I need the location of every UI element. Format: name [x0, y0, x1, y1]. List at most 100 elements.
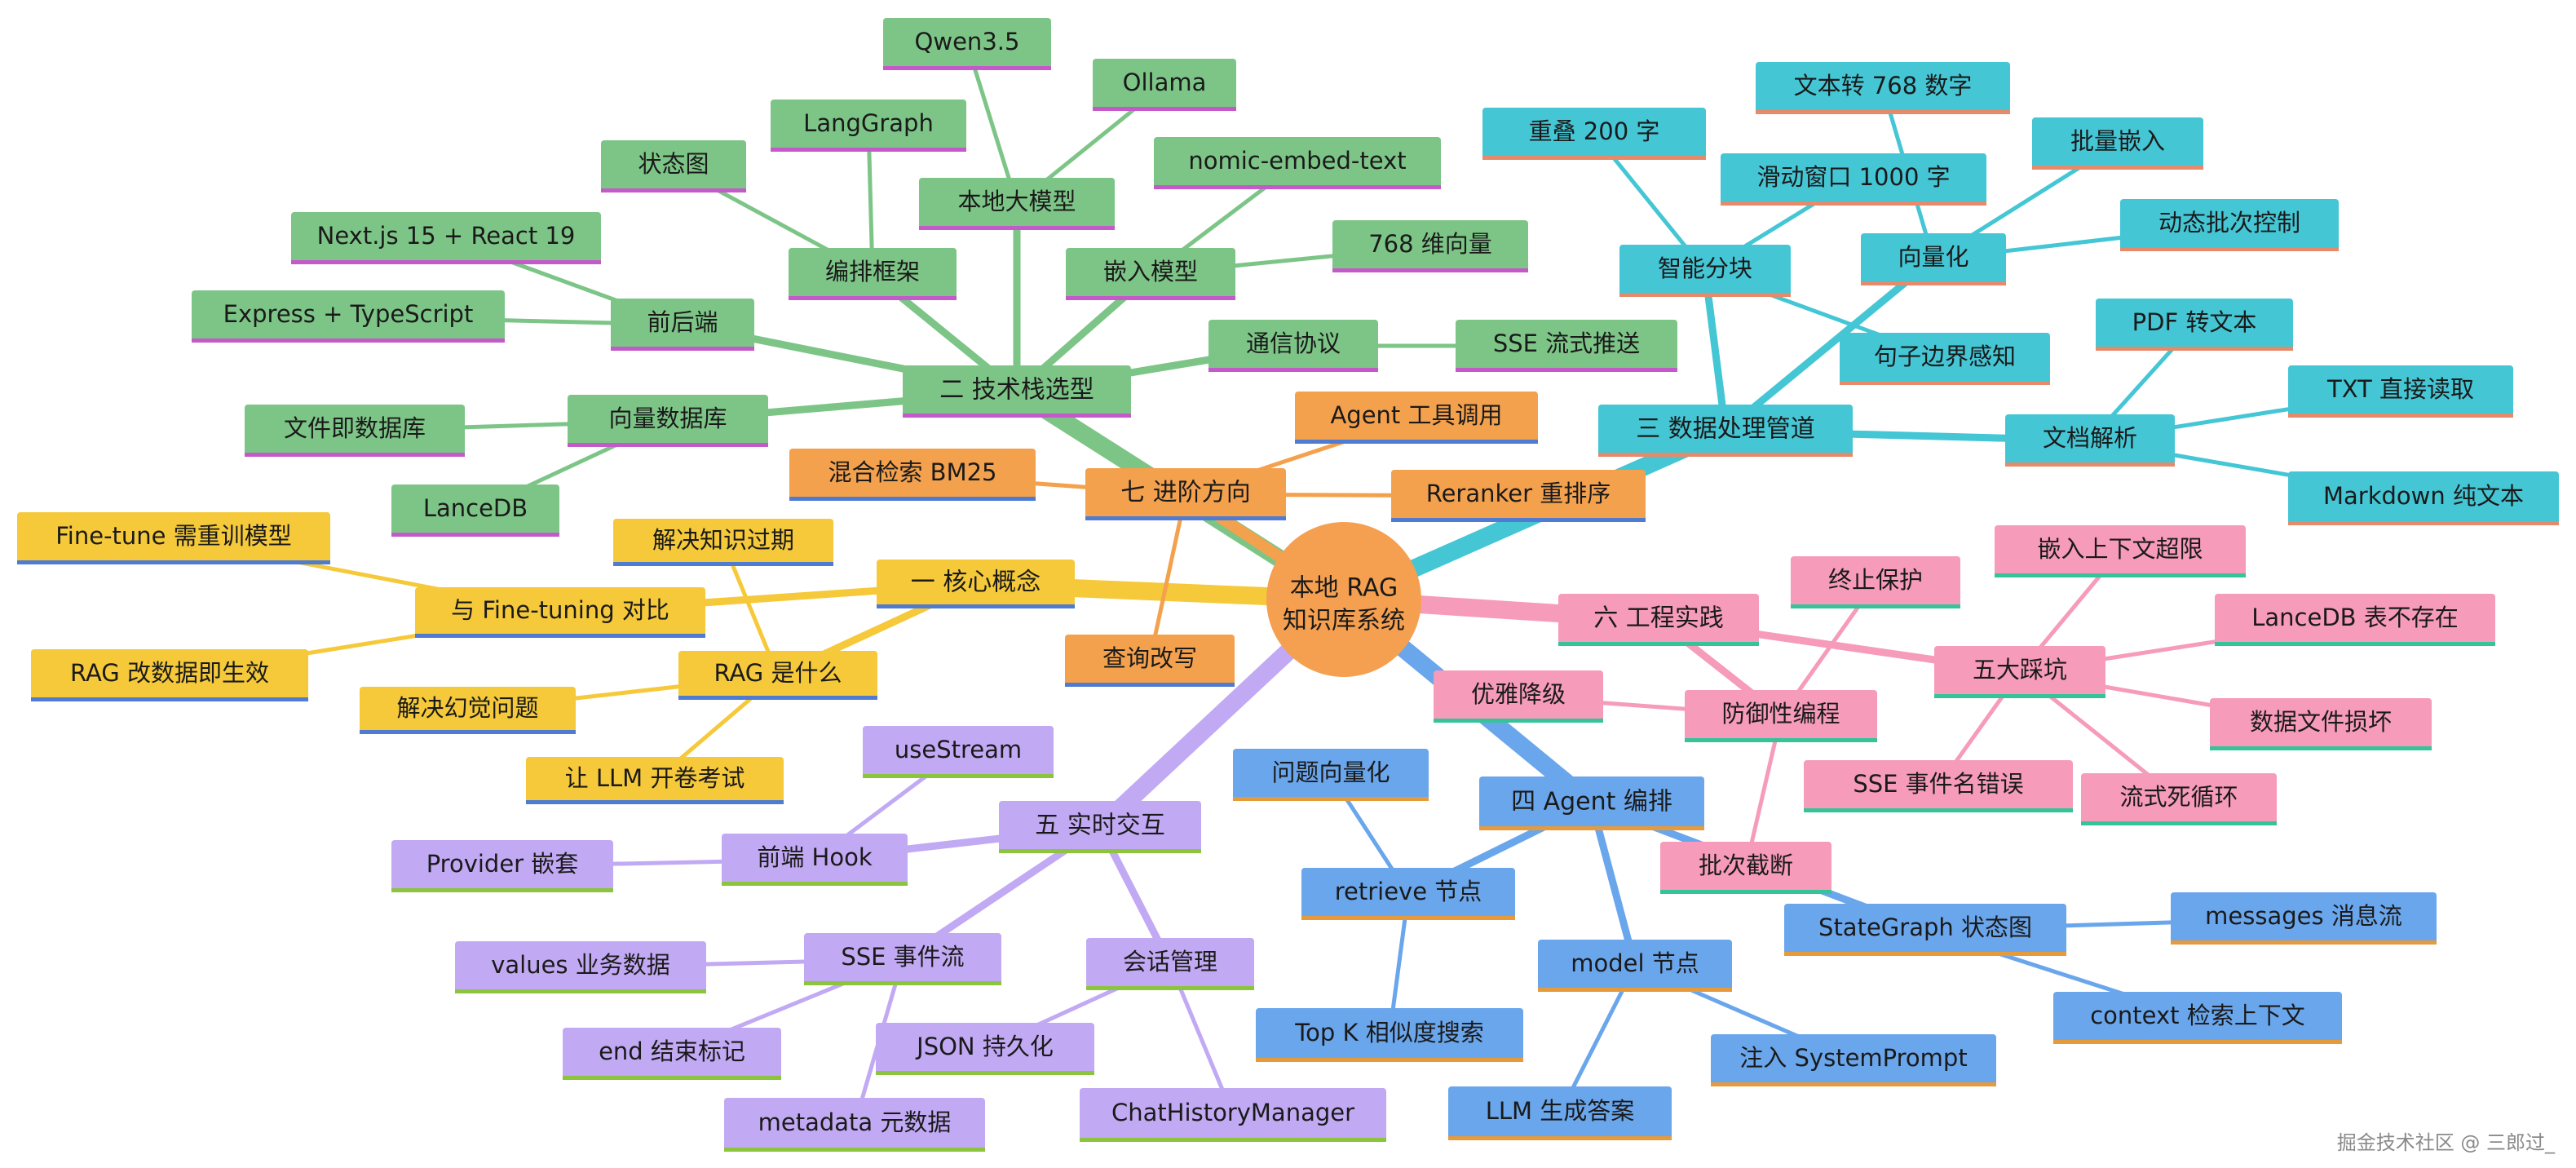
node-tech-emb-0[interactable]: nomic-embed-text: [1154, 137, 1441, 189]
node-agent-ret-1[interactable]: Top K 相似度搜索: [1256, 1008, 1523, 1062]
node-core-what-1[interactable]: 解决幻觉问题: [360, 687, 576, 734]
node-tech-llm-0[interactable]: Qwen3.5: [883, 18, 1051, 70]
node-label-agent-ret: retrieve 节点: [1335, 878, 1482, 905]
node-rt-sse-1[interactable]: end 结束标记: [563, 1028, 781, 1080]
node-fut-3[interactable]: 查询改写: [1065, 635, 1235, 687]
node-box-tech-llm: [919, 178, 1115, 230]
node-agent-mod[interactable]: model 节点: [1538, 940, 1732, 992]
node-data-vec-1[interactable]: 批量嵌入: [2032, 117, 2203, 170]
node-label-rt-sess: 会话管理: [1123, 948, 1217, 976]
node-prac-pit-2[interactable]: 数据文件损坏: [2210, 698, 2432, 750]
node-tech-orch-1[interactable]: 状态图: [601, 140, 746, 192]
node-tech-proto-0[interactable]: SSE 流式推送: [1456, 320, 1677, 372]
node-tech-llm[interactable]: 本地大模型: [919, 178, 1115, 230]
node-prac-pit-0[interactable]: 嵌入上下文超限: [1995, 525, 2246, 577]
node-agent-mod-1[interactable]: LLM 生成答案: [1448, 1086, 1672, 1140]
node-data-parse-0[interactable]: PDF 转文本: [2096, 299, 2293, 351]
node-box-tech-fs: [611, 299, 754, 351]
node-fut-0[interactable]: Agent 工具调用: [1295, 392, 1538, 444]
node-tech-orch[interactable]: 编排框架: [789, 248, 957, 300]
node-data-vec[interactable]: 向量化: [1861, 233, 2006, 285]
watermark: 掘金技术社区 @ 三郎过_: [2336, 1131, 2555, 1154]
node-core-what-0[interactable]: 解决知识过期: [613, 519, 833, 566]
node-rt-hook-0[interactable]: useStream: [863, 726, 1054, 778]
node-tech-llm-1[interactable]: Ollama: [1093, 59, 1236, 111]
node-box-rt-hook-0: [863, 726, 1054, 778]
node-box-core-what-2: [526, 757, 784, 804]
node-fut-2[interactable]: Reranker 重排序: [1391, 470, 1646, 522]
node-underline-data-chunk-0: [1482, 156, 1706, 160]
node-data-parse-1[interactable]: TXT 直接读取: [2288, 365, 2513, 418]
node-agent-ret[interactable]: retrieve 节点: [1301, 868, 1515, 920]
node-label-core-what-0: 解决知识过期: [652, 526, 794, 554]
node-box-data-chunk: [1619, 245, 1791, 297]
node-rt-sse[interactable]: SSE 事件流: [804, 933, 1001, 985]
node-data[interactable]: 三 数据处理管道: [1598, 405, 1853, 457]
node-agent-sg-0[interactable]: messages 消息流: [2171, 892, 2437, 945]
node-core-vs-1[interactable]: RAG 改数据即生效: [31, 649, 308, 701]
node-fut[interactable]: 七 进阶方向: [1085, 468, 1286, 520]
node-core-what[interactable]: RAG 是什么: [678, 651, 877, 700]
node-prac[interactable]: 六 工程实践: [1558, 594, 1759, 646]
node-box-tech-vdb-0: [245, 405, 465, 457]
node-tech-vdb-0[interactable]: 文件即数据库: [245, 405, 465, 457]
node-tech-proto[interactable]: 通信协议: [1208, 320, 1378, 372]
node-tech-emb-1[interactable]: 768 维向量: [1332, 220, 1528, 272]
node-rt-hook[interactable]: 前端 Hook: [722, 834, 908, 886]
node-data-parse[interactable]: 文档解析: [2005, 414, 2175, 467]
node-prac-def[interactable]: 防御性编程: [1685, 690, 1877, 742]
node-box-rt-sess-1: [1080, 1088, 1386, 1142]
node-underline-core-what-2: [526, 800, 784, 804]
root-node[interactable]: 本地 RAG 知识库系统: [1266, 522, 1421, 677]
node-data-chunk-0[interactable]: 重叠 200 字: [1482, 108, 1706, 160]
node-label-prac-pit-0: 嵌入上下文超限: [2037, 535, 2203, 563]
node-data-vec-0[interactable]: 文本转 768 数字: [1756, 62, 2010, 114]
node-tech[interactable]: 二 技术栈选型: [903, 365, 1131, 418]
node-data-parse-2[interactable]: Markdown 纯文本: [2288, 471, 2559, 525]
node-data-chunk[interactable]: 智能分块: [1619, 245, 1791, 297]
node-data-vec-2[interactable]: 动态批次控制: [2120, 199, 2339, 251]
node-rt-sess-1[interactable]: ChatHistoryManager: [1080, 1088, 1386, 1142]
node-prac-def-1[interactable]: 优雅降级: [1434, 670, 1603, 723]
node-prac-pit-4[interactable]: SSE 事件名错误: [1804, 760, 2073, 812]
node-underline-prac-pit-0: [1995, 573, 2246, 577]
node-data-chunk-1[interactable]: 滑动窗口 1000 字: [1721, 153, 1986, 206]
node-rt-sse-2[interactable]: metadata 元数据: [724, 1098, 985, 1152]
node-prac-pit-1[interactable]: LanceDB 表不存在: [2215, 594, 2495, 646]
node-core-what-2[interactable]: 让 LLM 开卷考试: [526, 757, 784, 804]
node-tech-vdb[interactable]: 向量数据库: [568, 395, 768, 447]
node-prac-def-2[interactable]: 批次截断: [1660, 842, 1831, 894]
node-agent-mod-0[interactable]: 注入 SystemPrompt: [1711, 1034, 1996, 1086]
node-tech-emb[interactable]: 嵌入模型: [1066, 248, 1235, 300]
node-prac-pit-3[interactable]: 流式死循环: [2081, 773, 2277, 825]
node-box-agent: [1479, 776, 1704, 830]
node-rt-hook-1[interactable]: Provider 嵌套: [391, 840, 613, 892]
node-rt[interactable]: 五 实时交互: [999, 801, 1201, 853]
node-prac-pit[interactable]: 五大踩坑: [1934, 646, 2105, 698]
node-box-fut-1: [789, 449, 1036, 501]
node-core-vs[interactable]: 与 Fine-tuning 对比: [415, 587, 705, 638]
node-tech-orch-0[interactable]: LangGraph: [771, 100, 966, 152]
node-data-chunk-2[interactable]: 句子边界感知: [1840, 333, 2050, 385]
node-tech-fs-0[interactable]: Next.js 15 + React 19: [291, 212, 601, 264]
node-tech-fs[interactable]: 前后端: [611, 299, 754, 351]
node-agent-sg[interactable]: StateGraph 状态图: [1784, 904, 2066, 956]
node-rt-sess[interactable]: 会话管理: [1086, 938, 1254, 990]
node-core-vs-0[interactable]: Fine-tune 需重训模型: [17, 512, 330, 564]
node-tech-fs-1[interactable]: Express + TypeScript: [192, 290, 505, 343]
node-label-tech-fs-1: Express + TypeScript: [223, 300, 474, 328]
node-box-fut-0: [1295, 392, 1538, 444]
node-box-prac: [1558, 594, 1759, 646]
node-agent-sg-1[interactable]: context 检索上下文: [2053, 992, 2342, 1044]
node-box-data-vec-0: [1756, 62, 2010, 114]
node-rt-sse-0[interactable]: values 业务数据: [455, 941, 706, 993]
node-rt-sess-0[interactable]: JSON 持久化: [876, 1023, 1094, 1075]
node-fut-1[interactable]: 混合检索 BM25: [789, 449, 1036, 501]
node-prac-def-0[interactable]: 终止保护: [1791, 556, 1960, 608]
node-agent-ret-0[interactable]: 问题向量化: [1233, 749, 1429, 801]
node-label-data-vec: 向量化: [1898, 243, 1968, 271]
node-agent[interactable]: 四 Agent 编排: [1479, 776, 1704, 830]
node-tech-vdb-1[interactable]: LanceDB: [391, 484, 559, 537]
node-core[interactable]: 一 核心概念: [877, 560, 1075, 608]
node-underline-agent-mod: [1538, 988, 1732, 992]
